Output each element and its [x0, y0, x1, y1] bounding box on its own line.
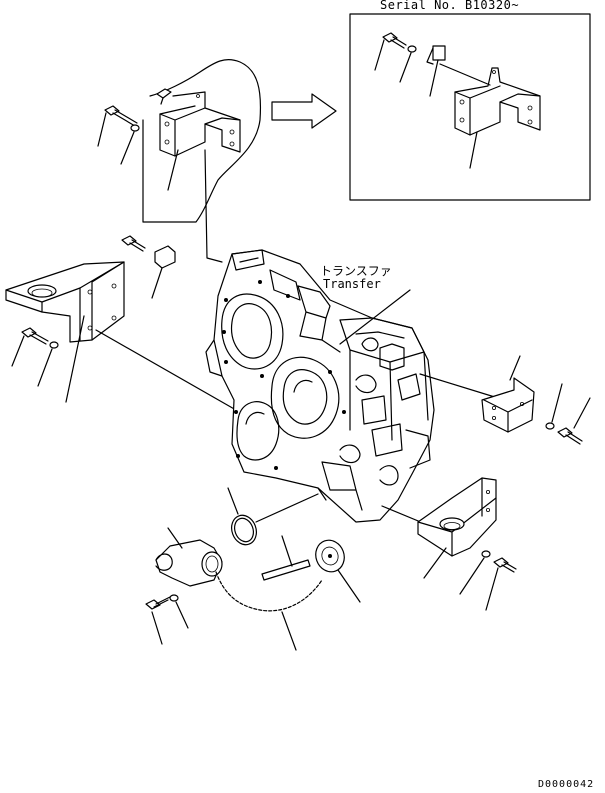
inset-bolt: [374, 32, 407, 71]
drawing-number: D0000042: [538, 779, 595, 790]
drain-plug-assembly: [145, 527, 361, 651]
transfer-label-en: Transfer: [323, 277, 381, 291]
left-mount-bracket: [5, 261, 237, 411]
inset-clip: [426, 45, 446, 97]
inset-washer: [399, 45, 417, 83]
breather-group: [121, 235, 176, 299]
o-ring: [227, 487, 319, 546]
transfer-label-jp: トランスファ: [320, 264, 392, 278]
inset-serial-variant: [349, 13, 591, 201]
serial-number-label: Serial No. B10320~: [380, 0, 520, 12]
lower-right-mount: [417, 477, 517, 611]
transfer-case: [205, 249, 499, 531]
variant-arrow: [271, 93, 337, 129]
inset-bracket: [439, 63, 541, 169]
upper-bracket-group: [97, 59, 262, 263]
right-bracket: [481, 355, 591, 445]
